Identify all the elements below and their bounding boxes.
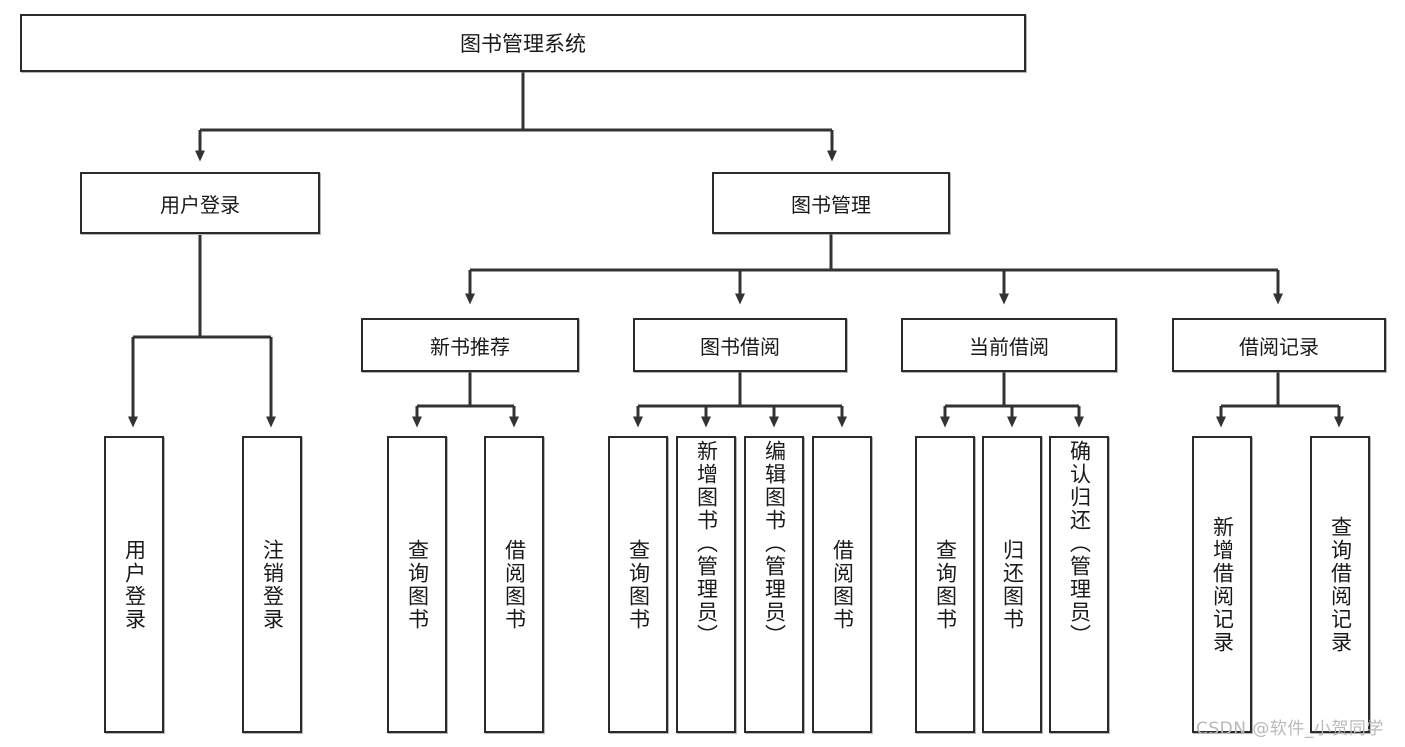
node-book-borrow-label: 图书借阅	[700, 334, 780, 359]
leaf-new-book-query-inner: 查询图书	[389, 438, 445, 731]
leaf-book-borrow-query-inner: 查询图书	[610, 438, 666, 731]
leaf-borrow-record-add[interactable]: 新增借阅记录	[1192, 436, 1252, 733]
leaf-user-login-signin[interactable]: 用户登录	[104, 436, 164, 733]
leaf-user-login-signout[interactable]: 注销登录	[242, 436, 302, 733]
leaf-new-book-borrow-label: 借阅图书	[502, 538, 527, 631]
leaf-borrow-record-query-inner: 查询借阅记录	[1312, 438, 1368, 731]
leaf-new-book-borrow-inner: 借阅图书	[486, 438, 542, 731]
node-user-login[interactable]: 用户登录	[80, 172, 320, 234]
leaf-borrow-record-add-inner: 新增借阅记录	[1194, 438, 1250, 731]
leaf-user-login-signin-label: 用户登录	[122, 538, 147, 631]
leaf-book-borrow-borrow[interactable]: 借阅图书	[812, 436, 872, 733]
node-borrow-record-label: 借阅记录	[1239, 334, 1319, 359]
leaf-new-book-query[interactable]: 查询图书	[387, 436, 447, 733]
watermark-text: CSDN @软件_小贺同学	[1196, 719, 1384, 739]
leaf-book-borrow-query-label: 查询图书	[626, 538, 651, 631]
leaf-current-borrow-query[interactable]: 查询图书	[915, 436, 975, 733]
leaf-book-borrow-add[interactable]: 新增图书（管理员）	[676, 436, 736, 733]
leaf-book-borrow-edit-label: 编辑图书（管理员）	[762, 440, 787, 647]
leaf-book-borrow-edit[interactable]: 编辑图书（管理员）	[744, 436, 804, 733]
leaf-borrow-record-query-label: 查询借阅记录	[1328, 515, 1353, 654]
leaf-borrow-record-query[interactable]: 查询借阅记录	[1310, 436, 1370, 733]
leaf-book-borrow-borrow-inner: 借阅图书	[814, 438, 870, 731]
leaf-current-borrow-return-label: 归还图书	[1000, 538, 1025, 631]
node-user-login-label: 用户登录	[160, 192, 240, 217]
leaf-book-borrow-query[interactable]: 查询图书	[608, 436, 668, 733]
node-current-borrow-label: 当前借阅	[969, 334, 1049, 359]
leaf-current-borrow-query-label: 查询图书	[933, 538, 958, 631]
node-current-borrow[interactable]: 当前借阅	[901, 318, 1117, 372]
node-book-borrow[interactable]: 图书借阅	[633, 318, 847, 372]
leaf-borrow-record-add-label: 新增借阅记录	[1210, 515, 1235, 654]
node-book-manage-label: 图书管理	[791, 192, 871, 217]
leaf-user-login-signin-inner: 用户登录	[106, 438, 162, 731]
leaf-book-borrow-add-inner: 新增图书（管理员）	[678, 438, 734, 733]
leaf-user-login-signout-label: 注销登录	[260, 538, 285, 631]
leaf-current-borrow-confirm-inner: 确认归还（管理员）	[1051, 438, 1107, 733]
leaf-current-borrow-confirm-label: 确认归还（管理员）	[1067, 440, 1092, 647]
leaf-book-borrow-borrow-label: 借阅图书	[830, 538, 855, 631]
node-root[interactable]: 图书管理系统	[20, 14, 1026, 72]
leaf-book-borrow-add-label: 新增图书（管理员）	[694, 440, 719, 647]
node-borrow-record[interactable]: 借阅记录	[1172, 318, 1386, 372]
node-book-manage[interactable]: 图书管理	[712, 172, 950, 234]
node-root-label: 图书管理系统	[460, 32, 586, 56]
leaf-new-book-query-label: 查询图书	[405, 538, 430, 631]
node-new-book-recommend-label: 新书推荐	[430, 334, 510, 359]
leaf-current-borrow-confirm[interactable]: 确认归还（管理员）	[1049, 436, 1109, 733]
leaf-new-book-borrow[interactable]: 借阅图书	[484, 436, 544, 733]
leaf-current-borrow-return[interactable]: 归还图书	[982, 436, 1042, 733]
leaf-book-borrow-edit-inner: 编辑图书（管理员）	[746, 438, 802, 733]
leaf-user-login-signout-inner: 注销登录	[244, 438, 300, 731]
node-new-book-recommend[interactable]: 新书推荐	[361, 318, 579, 372]
leaf-current-borrow-return-inner: 归还图书	[984, 438, 1040, 731]
leaf-current-borrow-query-inner: 查询图书	[917, 438, 973, 731]
